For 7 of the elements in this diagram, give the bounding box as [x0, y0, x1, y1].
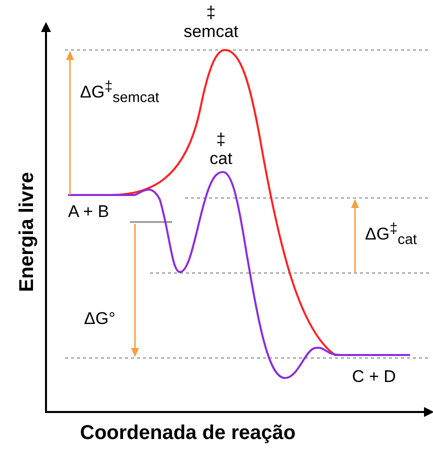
state-label: C + D [352, 368, 396, 387]
energy-label: ‡ cat [208, 131, 234, 168]
axis-title: Energia livre [16, 172, 38, 292]
axis-title: Coordenada de reação [80, 422, 296, 444]
state-label: A + B [68, 203, 110, 222]
energy-label: ‡ semcat [183, 4, 239, 42]
energy-label: ΔG° [84, 310, 116, 329]
